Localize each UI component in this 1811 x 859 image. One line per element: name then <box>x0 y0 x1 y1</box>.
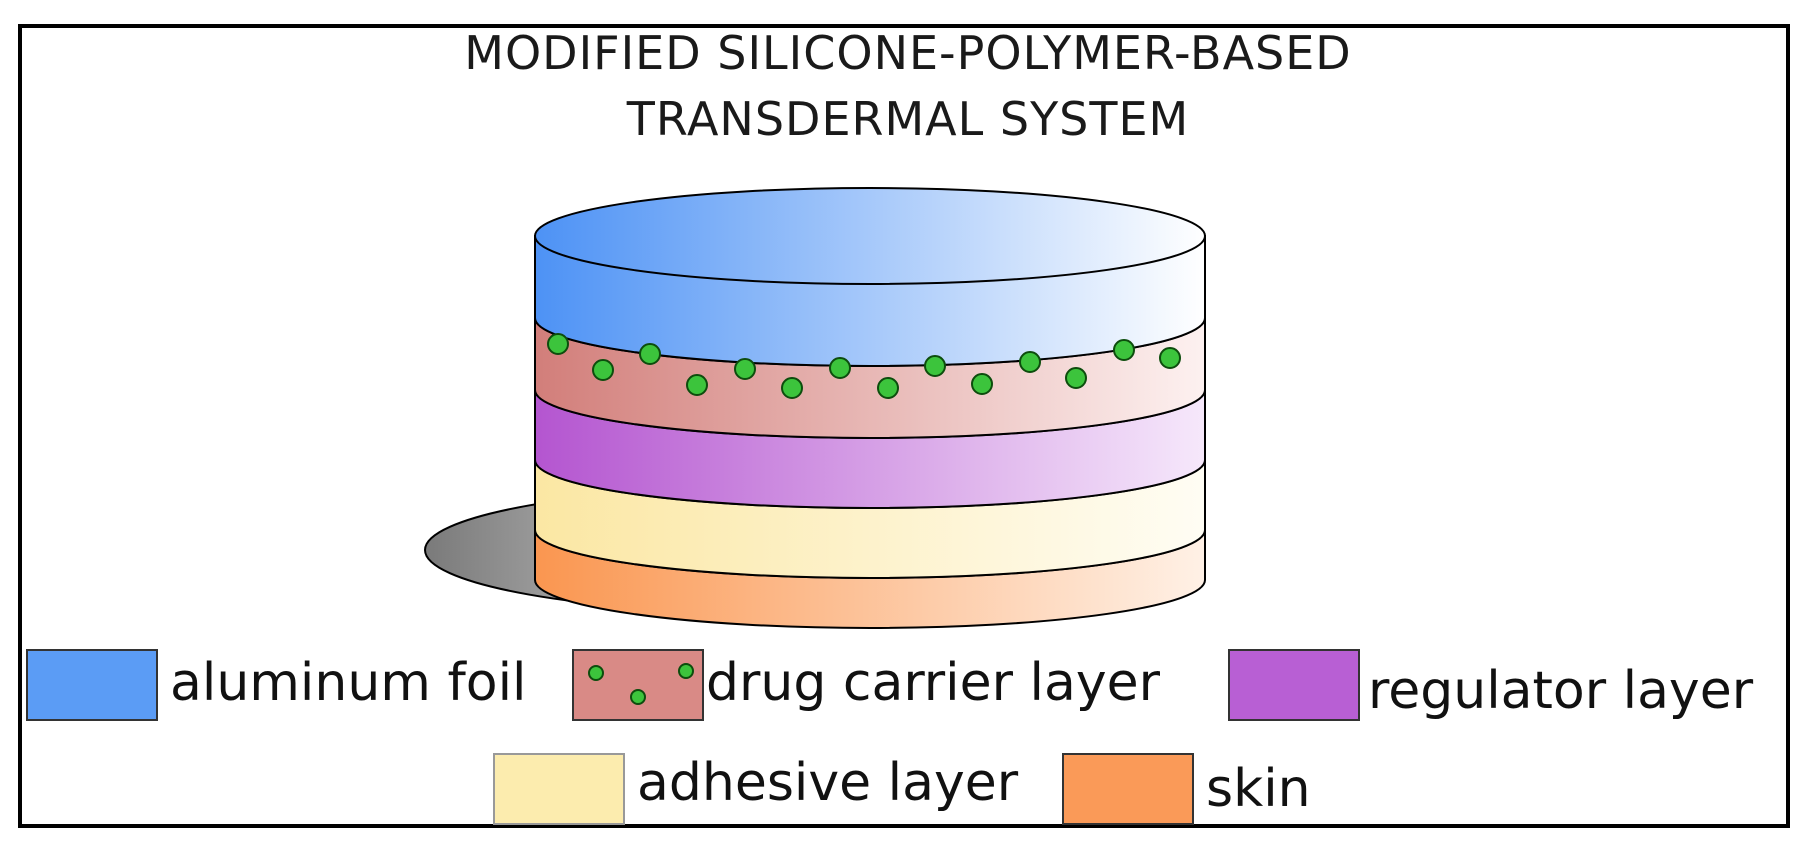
legend-label-adhesive: adhesive layer <box>637 753 1019 813</box>
drug-particle <box>639 343 661 365</box>
legend-swatch-skin <box>1062 753 1194 825</box>
drug-particle <box>781 377 803 399</box>
drug-particle <box>1159 347 1181 369</box>
drug-particle <box>592 359 614 381</box>
legend-swatch-drug-carrier <box>572 649 704 721</box>
drug-particle <box>1065 367 1087 389</box>
legend-drug-particle <box>678 663 694 679</box>
legend-label-drug-carrier: drug carrier layer <box>706 653 1160 713</box>
legend-label-regulator: regulator layer <box>1368 661 1754 721</box>
drug-particle <box>547 333 569 355</box>
legend-drug-particle <box>588 665 604 681</box>
drug-particle <box>971 373 993 395</box>
legend-swatch-aluminum-foil <box>26 649 158 721</box>
layered-cylinder-diagram <box>424 187 1206 629</box>
drug-particle <box>686 374 708 396</box>
drug-particle <box>1019 351 1041 373</box>
legend-label-skin: skin <box>1206 759 1311 819</box>
legend-label-aluminum-foil: aluminum foil <box>170 653 527 713</box>
title-line-2: TRANSDERMAL SYSTEM <box>626 92 1190 146</box>
drug-particle <box>924 355 946 377</box>
drug-particle <box>1113 339 1135 361</box>
drug-particle <box>829 357 851 379</box>
title-line-1: MODIFIED SILICONE-POLYMER-BASED <box>464 26 1352 80</box>
figure-frame: MODIFIED SILICONE-POLYMER-BASED TRANSDER… <box>18 24 1790 828</box>
legend-swatch-adhesive <box>493 753 625 825</box>
drug-particle <box>877 377 899 399</box>
drug-particle <box>734 358 756 380</box>
drug-particles <box>547 333 1181 399</box>
legend-swatch-regulator <box>1228 649 1360 721</box>
legend-drug-particle <box>630 689 646 705</box>
cylinder-top-face <box>534 187 1206 285</box>
